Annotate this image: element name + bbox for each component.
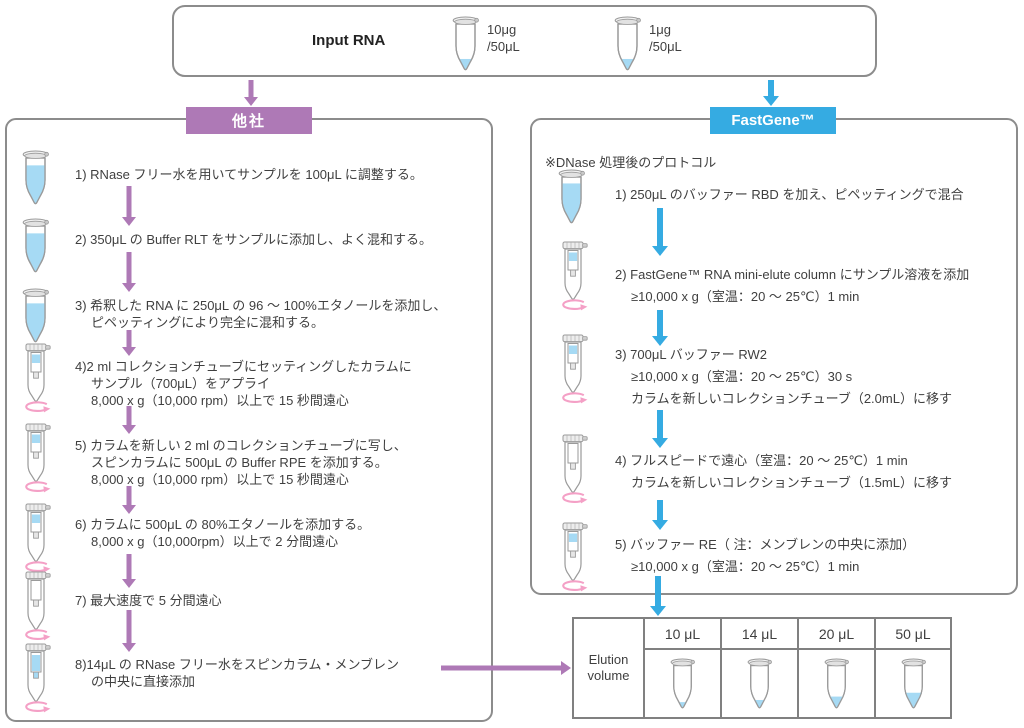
left-header-label: 他社	[231, 113, 266, 130]
step-text: 7) 最大速度で 5 分間遠心	[75, 593, 222, 608]
sample-2-amount: 1μg	[649, 22, 671, 37]
spin-column-icon	[19, 343, 53, 413]
step-text: の中央に直接添加	[91, 674, 196, 689]
step-text: 8)14μL の RNase フリー水をスピンカラム・メンブレン	[75, 657, 400, 672]
step-text: 1) 250μL のバッファー RBD を加え、ピペッティングで混合	[615, 187, 964, 202]
flow-arrow	[652, 410, 668, 448]
flow-arrow	[652, 500, 668, 530]
right-header-label: FastGene™	[731, 112, 815, 129]
step-text: 8,000 x g（10,000rpm）以上で 2 分間遠心	[91, 534, 339, 549]
microtube-icon	[670, 657, 695, 711]
step-text: カラムを新しいコレクションチューブ（1.5mL）に移す	[631, 475, 952, 490]
step-text: カラムを新しいコレクションチューブ（2.0mL）に移す	[631, 391, 952, 406]
right-column-header: FastGene™	[710, 107, 836, 134]
step-text: 6) カラムに 500μL の 80%エタノールを添加する。	[75, 517, 371, 532]
flow-arrow	[121, 406, 137, 434]
elution-volume-table: Elution volume 10 μL 14 μL 20 μL 50 μL	[572, 617, 952, 719]
elution-tube-cell	[722, 650, 799, 717]
right-step-3: 3) 700μL バッファー RW2 ≥10,000 x g（室温：20 ～ 2…	[615, 344, 952, 410]
flow-arrow	[121, 252, 137, 292]
elution-volume-header: 14 μL	[722, 619, 799, 650]
sample-1-label: 10μg /50μL	[487, 21, 520, 55]
flow-arrow	[121, 486, 137, 514]
step-text: 5) カラムを新しい 2 ml のコレクションチューブに写し、	[75, 438, 407, 453]
right-step-5: 5) バッファー RE（ 注：メンブレンの中央に添加） ≥10,000 x g（…	[615, 534, 915, 578]
step-text: スピンカラムに 500μL の Buffer RPE を添加する。	[91, 455, 388, 470]
step-text: ≥10,000 x g（室温：20 ～ 25℃）1 min	[631, 289, 860, 304]
elution-label-line1: Elution	[588, 652, 629, 667]
spin-column-icon	[19, 571, 53, 641]
elution-volume-header: 10 μL	[645, 619, 722, 650]
spin-column-icon	[556, 522, 590, 592]
input-rna-box: Input RNA 10μg /50μL 1μg /50μL	[172, 5, 877, 77]
left-protocol-box	[5, 118, 493, 722]
dnase-note: ※DNase 処理後のプロトコル	[545, 155, 717, 170]
left-step-3: 3) 希釈した RNA に 250μL の 96 ～ 100%エタノールを添加し…	[75, 297, 446, 331]
microtube-icon	[824, 657, 849, 711]
spin-column-icon	[19, 503, 53, 573]
microtube-icon	[747, 657, 772, 711]
flow-arrow	[652, 310, 668, 346]
left-step-5: 5) カラムを新しい 2 ml のコレクションチューブに写し、 スピンカラムに …	[75, 437, 407, 488]
elution-tube-cell	[645, 650, 722, 717]
spin-column-icon	[556, 334, 590, 404]
elution-tube-cell	[876, 650, 950, 717]
spin-column-icon	[19, 423, 53, 493]
elution-volume-header: 50 μL	[876, 619, 950, 650]
left-column-header: 他社	[186, 107, 312, 134]
step-text: 3) 希釈した RNA に 250μL の 96 ～ 100%エタノールを添加し…	[75, 298, 447, 313]
step-text: 8,000 x g（10,000 rpm）以上で 15 秒間遠心	[91, 393, 349, 408]
step-text: 2) FastGene™ RNA mini-elute column にサンプル…	[615, 267, 970, 282]
left-step-8: 8)14μL の RNase フリー水をスピンカラム・メンブレン の中央に直接添…	[75, 656, 399, 690]
flow-arrow-left-to-elution-table	[441, 661, 571, 675]
microtube-icon	[22, 149, 49, 207]
step-text: ≥10,000 x g（室温：20 ～ 25℃）1 min	[631, 559, 860, 574]
step-text: 4) フルスピードで遠心（室温：20 ～ 25℃）1 min	[615, 453, 908, 468]
elution-tube-cell	[799, 650, 876, 717]
microtube-icon	[452, 15, 479, 73]
right-step-4: 4) フルスピードで遠心（室温：20 ～ 25℃）1 min カラムを新しいコレ…	[615, 450, 952, 494]
right-step-1: 1) 250μL のバッファー RBD を加え、ピペッティングで混合	[615, 184, 964, 206]
left-step-6: 6) カラムに 500μL の 80%エタノールを添加する。 8,000 x g…	[75, 516, 370, 550]
microtube-icon	[22, 287, 49, 345]
right-step-2: 2) FastGene™ RNA mini-elute column にサンプル…	[615, 264, 969, 308]
flow-arrow	[121, 610, 137, 652]
spin-column-icon	[556, 434, 590, 504]
microtube-icon	[901, 657, 926, 711]
right-protocol-box	[530, 118, 1018, 595]
step-text: ≥10,000 x g（室温：20 ～ 25℃）30 s	[631, 369, 853, 384]
step-text: 5) バッファー RE（ 注：メンブレンの中央に添加）	[615, 537, 916, 552]
sample-2-volume: /50μL	[649, 39, 682, 54]
sample-1-amount: 10μg	[487, 22, 517, 37]
flow-arrow-to-left-column	[243, 80, 259, 106]
flow-arrow-to-elution-table	[650, 576, 666, 616]
step-text: 1) RNase フリー水を用いてサンプルを 100μL に調整する。	[75, 167, 423, 182]
input-rna-title: Input RNA	[312, 32, 386, 49]
elution-volume-header: 20 μL	[799, 619, 876, 650]
step-text: 3) 700μL バッファー RW2	[615, 347, 767, 362]
sample-2-label: 1μg /50μL	[649, 21, 682, 55]
spin-column-icon	[19, 643, 53, 713]
elution-volume-label: Elution volume	[574, 619, 645, 717]
step-text: 2) 350μL の Buffer RLT をサンプルに添加し、よく混和する。	[75, 232, 432, 247]
microtube-icon	[614, 15, 641, 73]
flow-arrow	[121, 186, 137, 226]
sample-1-volume: /50μL	[487, 39, 520, 54]
elution-label-line2: volume	[587, 668, 630, 683]
left-step-7: 7) 最大速度で 5 分間遠心	[75, 592, 222, 609]
flow-arrow	[121, 330, 137, 356]
step-text: 8,000 x g（10,000 rpm）以上で 15 秒間遠心	[91, 472, 349, 487]
spin-column-icon	[556, 241, 590, 311]
microtube-icon	[22, 217, 49, 275]
step-text: 4)2 ml コレクションチューブにセッティングしたカラムに	[75, 359, 412, 374]
flow-arrow-to-right-column	[763, 80, 779, 106]
step-text: サンプル（700μL）をアプライ	[91, 376, 271, 391]
flow-arrow	[652, 208, 668, 256]
left-step-1: 1) RNase フリー水を用いてサンプルを 100μL に調整する。	[75, 166, 423, 183]
microtube-icon	[558, 168, 585, 226]
left-step-2: 2) 350μL の Buffer RLT をサンプルに添加し、よく混和する。	[75, 231, 432, 248]
step-text: ピペッティングにより完全に混和する。	[91, 315, 324, 330]
left-step-4: 4)2 ml コレクションチューブにセッティングしたカラムに サンプル（700μ…	[75, 358, 412, 409]
flow-arrow	[121, 554, 137, 588]
